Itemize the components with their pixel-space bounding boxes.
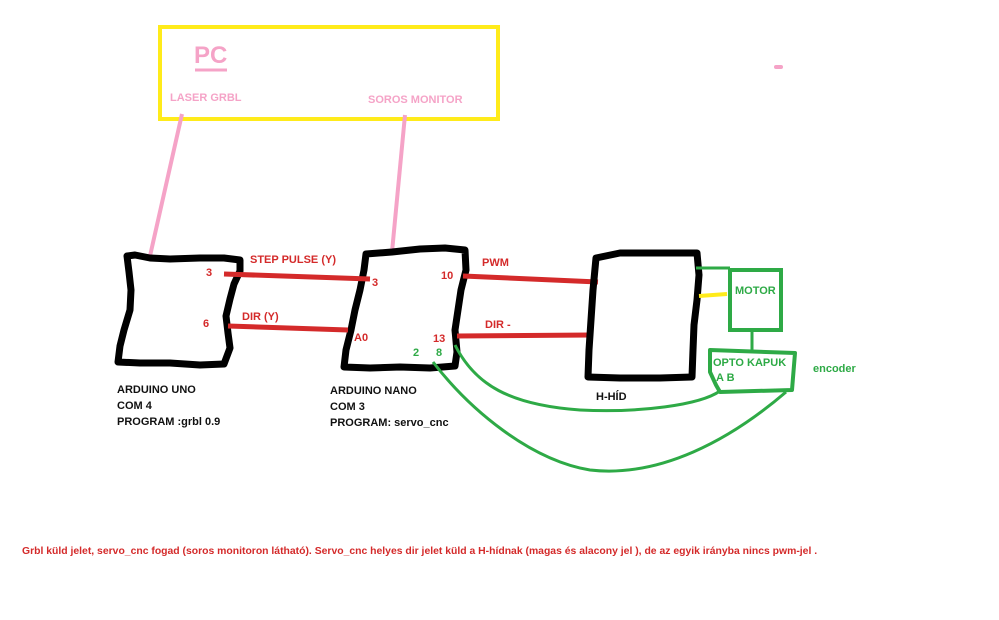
uno-pin-dir: 6 bbox=[203, 318, 209, 330]
nano-pin-encoder-b: 8 bbox=[436, 347, 442, 359]
uno-caption-line3: PROGRAM :grbl 0.9 bbox=[117, 416, 220, 428]
dir-out-wire bbox=[456, 332, 592, 339]
motor-wire-yellow bbox=[698, 292, 728, 298]
opto-label-line2: A B bbox=[716, 372, 735, 384]
pc-port-soros-monitor: SOROS MONITOR bbox=[368, 94, 463, 106]
uno-caption-line2: COM 4 bbox=[117, 400, 153, 412]
motor-label: MOTOR bbox=[735, 285, 776, 297]
dir-y-wire bbox=[227, 323, 349, 333]
opto-label-line1: OPTO KAPUK bbox=[713, 357, 786, 369]
encoder-wire-a bbox=[453, 344, 721, 413]
motor-assembly: MOTOR OPTO KAPUK A B encoder bbox=[696, 266, 857, 394]
pwm-label: PWM bbox=[482, 257, 509, 269]
nano-pin-dir-in: A0 bbox=[354, 332, 368, 344]
step-pulse-wire bbox=[223, 271, 371, 282]
nano-pin-pwm-out: 10 bbox=[441, 270, 453, 282]
arduino-uno: 3 6 ARDUINO UNO COM 4 PROGRAM :grbl 0.9 bbox=[114, 251, 244, 428]
pc-box: PC LASER GRBL SOROS MONITOR bbox=[158, 25, 500, 121]
h-bridge: H-HÍD bbox=[584, 249, 703, 403]
arduino-nano: 3 A0 10 13 2 8 ARDUINO NANO COM 3 PROGRA… bbox=[330, 244, 470, 429]
nano-pin-dir-out: 13 bbox=[433, 333, 445, 345]
usb-cable-nano bbox=[390, 114, 407, 253]
pc-frame bbox=[158, 25, 500, 121]
signal-wires: STEP PULSE (Y) DIR (Y) PWM DIR - bbox=[223, 254, 599, 339]
arduino-uno-outline bbox=[114, 251, 244, 369]
pc-title: PC bbox=[194, 42, 227, 69]
nano-caption-line3: PROGRAM: servo_cnc bbox=[330, 417, 449, 429]
dir-y-label: DIR (Y) bbox=[242, 311, 279, 323]
uno-caption-line1: ARDUINO UNO bbox=[117, 384, 196, 396]
nano-pin-step-in: 3 bbox=[372, 277, 378, 289]
motor-box bbox=[728, 268, 783, 332]
uno-pin-step: 3 bbox=[206, 267, 212, 279]
nano-caption-line1: ARDUINO NANO bbox=[330, 385, 417, 397]
footer-note: Grbl küld jelet, servo_cnc fogad (soros … bbox=[22, 546, 817, 557]
step-pulse-label: STEP PULSE (Y) bbox=[250, 254, 336, 266]
encoder-wires bbox=[431, 344, 787, 473]
h-bridge-outline bbox=[584, 249, 703, 382]
nano-pin-encoder-a: 2 bbox=[413, 347, 419, 359]
usb-cable-uno bbox=[148, 113, 184, 257]
encoder-wire-b bbox=[431, 361, 787, 473]
pc-port-laser-grbl: LASER GRBL bbox=[170, 92, 242, 104]
pwm-wire bbox=[462, 273, 599, 285]
encoder-label: encoder bbox=[813, 363, 857, 375]
nano-caption-line2: COM 3 bbox=[330, 401, 365, 413]
arduino-nano-outline bbox=[340, 244, 470, 372]
dir-out-label: DIR - bbox=[485, 319, 511, 331]
h-bridge-caption: H-HÍD bbox=[596, 390, 627, 403]
